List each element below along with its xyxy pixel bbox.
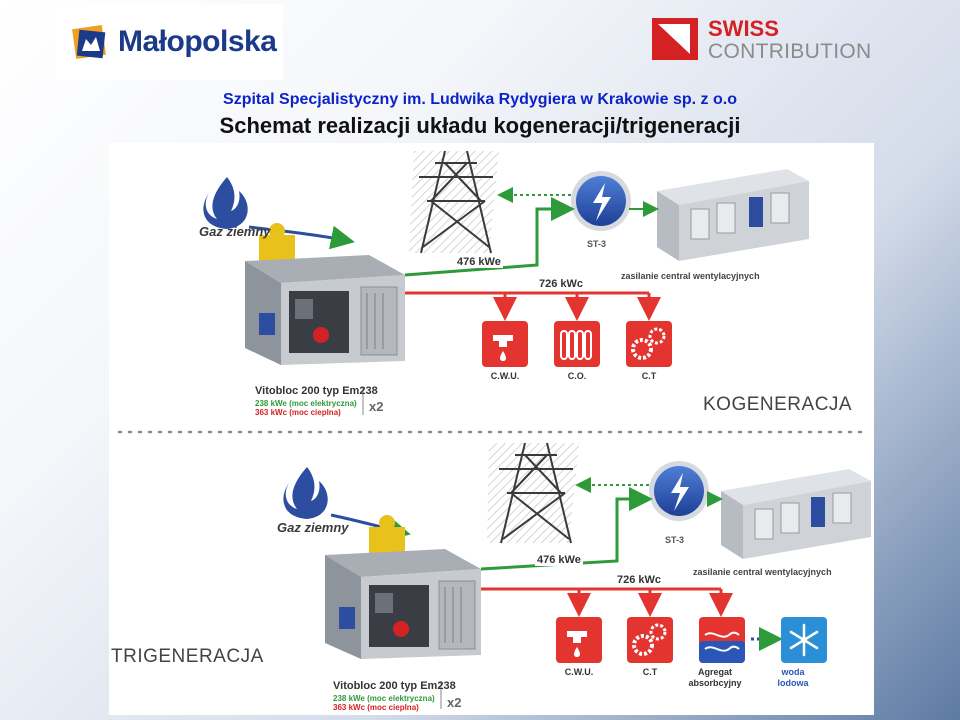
- page-title: Schemat realizacji układu kogeneracji/tr…: [219, 113, 741, 138]
- malopolska-logo-text: Małopolska: [118, 25, 277, 58]
- icon-label-co: C.O.: [567, 371, 587, 381]
- gears-icon-bottom: [627, 617, 673, 663]
- malopolska-emblem-icon: [72, 25, 106, 59]
- icon-label-chilled-water: woda lodowa: [777, 667, 809, 688]
- unit-name: Vitobloc 200 typ Em238: [255, 385, 378, 397]
- power-flow-arrow: [404, 197, 575, 277]
- malopolska-logo: Małopolska: [56, 4, 283, 80]
- unit-heat: 363 kWc (moc cieplna): [255, 408, 341, 417]
- icon-label-chiller: Agregat absorbcyjny: [688, 667, 742, 688]
- tap-water-icon-bottom: [556, 617, 602, 663]
- ventilation-unit-illustration-bottom: [721, 469, 871, 559]
- station-label: ST-3: [587, 239, 607, 249]
- swiss-contribution-logo: SWISS CONTRIBUTION: [652, 16, 882, 66]
- unit-multiplier-bottom: x2: [447, 695, 462, 710]
- snowflake-icon: [781, 617, 827, 663]
- station-label-bottom: ST-3: [665, 535, 685, 545]
- diagram-graphics: [117, 150, 871, 709]
- gas-label: Gaz ziemny: [199, 224, 271, 239]
- power-pylon-icon-bottom: [499, 442, 573, 544]
- swiss-logo-line2: CONTRIBUTION: [708, 40, 872, 63]
- chp-unit-illustration-bottom: [325, 515, 481, 659]
- unit-electric: 238 kWe (moc elektryczna): [255, 399, 357, 408]
- radiator-icon: [554, 321, 600, 367]
- tap-water-icon: [482, 321, 528, 367]
- diagram-panel: Gaz ziemny 476 kWe 726 kWc ST-3 zasilani…: [109, 143, 874, 715]
- swiss-flag-icon: [652, 18, 698, 60]
- icon-label-cwu-bottom: C.W.U.: [564, 667, 594, 677]
- swiss-logo-line1: SWISS: [708, 16, 779, 41]
- unit-multiplier: x2: [369, 399, 384, 414]
- ventilation-unit-illustration: [657, 169, 809, 261]
- gas-flow-arrow: [248, 225, 355, 250]
- icon-label-cwu: C.W.U.: [490, 371, 520, 381]
- page-subtitle: Szpital Specjalistyczny im. Ludwika Rydy…: [223, 91, 737, 108]
- unit-heat-bottom: 363 kWc (moc cieplna): [333, 703, 419, 712]
- electricity-globe-icon-bottom: [649, 461, 709, 521]
- icon-label-ct-bottom: C.T: [642, 667, 658, 677]
- section-label-kogeneracja: KOGENERACJA: [703, 394, 853, 415]
- gas-flame-icon: [203, 177, 248, 229]
- absorption-chiller-icon: [699, 617, 745, 663]
- electricity-globe-icon: [571, 171, 631, 231]
- heat-label: 726 kWc: [537, 278, 586, 290]
- gas-label-bottom: Gaz ziemny: [277, 520, 349, 535]
- ventilation-label: zasilanie central wentylacyjnych: [621, 271, 760, 281]
- icon-label-ct: C.T: [641, 371, 657, 381]
- unit-electric-bottom: 238 kWe (moc elektryczna): [333, 694, 435, 703]
- power-pylon-icon: [419, 150, 493, 254]
- heat-label-bottom: 726 kWc: [615, 574, 664, 586]
- gears-icon: [626, 321, 672, 367]
- unit-name-bottom: Vitobloc 200 typ Em238: [333, 680, 456, 692]
- power-label: 476 kWe: [455, 256, 503, 268]
- section-label-trigeneracja: TRIGENERACJA: [111, 646, 264, 667]
- chp-unit-illustration: [245, 223, 405, 365]
- gas-flame-icon-bottom: [283, 467, 328, 519]
- power-label-bottom: 476 kWe: [535, 554, 583, 566]
- ventilation-label-bottom: zasilanie central wentylacyjnych: [693, 567, 832, 577]
